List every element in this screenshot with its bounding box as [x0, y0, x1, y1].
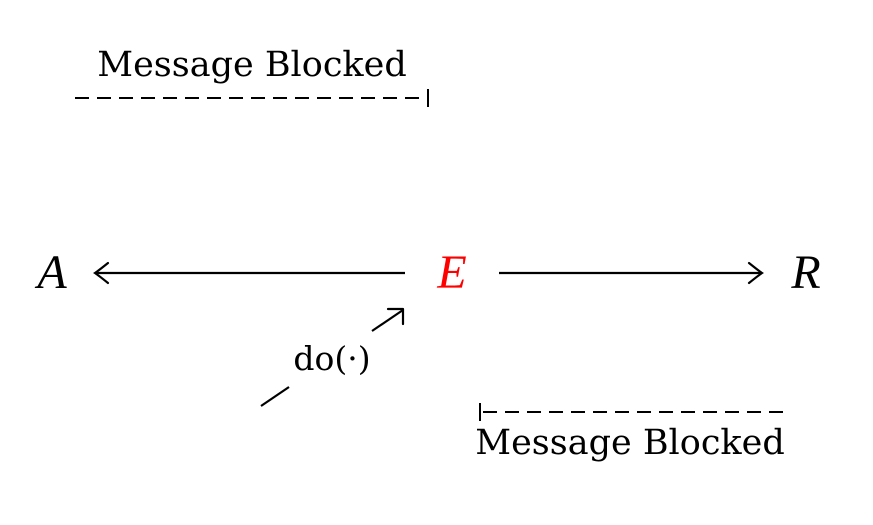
top-blocked-label: Message Blocked [97, 45, 407, 85]
bottom-blocked-line [479, 403, 786, 421]
intervention-label: do(·) [293, 339, 370, 378]
arrowhead-right-icon [747, 261, 764, 285]
arrowhead-diagonal-icon [386, 307, 405, 326]
node-a: A [34, 246, 67, 299]
node-r: R [790, 246, 820, 299]
top-blocked-line [75, 89, 429, 107]
arrow-e-to-a [93, 261, 405, 285]
arrowhead-left-icon [93, 261, 110, 285]
arrow-e-to-r [499, 261, 764, 285]
intervention-arrow [260, 307, 405, 407]
bottom-blocked-label: Message Blocked [475, 423, 785, 463]
node-e: E [436, 246, 466, 299]
